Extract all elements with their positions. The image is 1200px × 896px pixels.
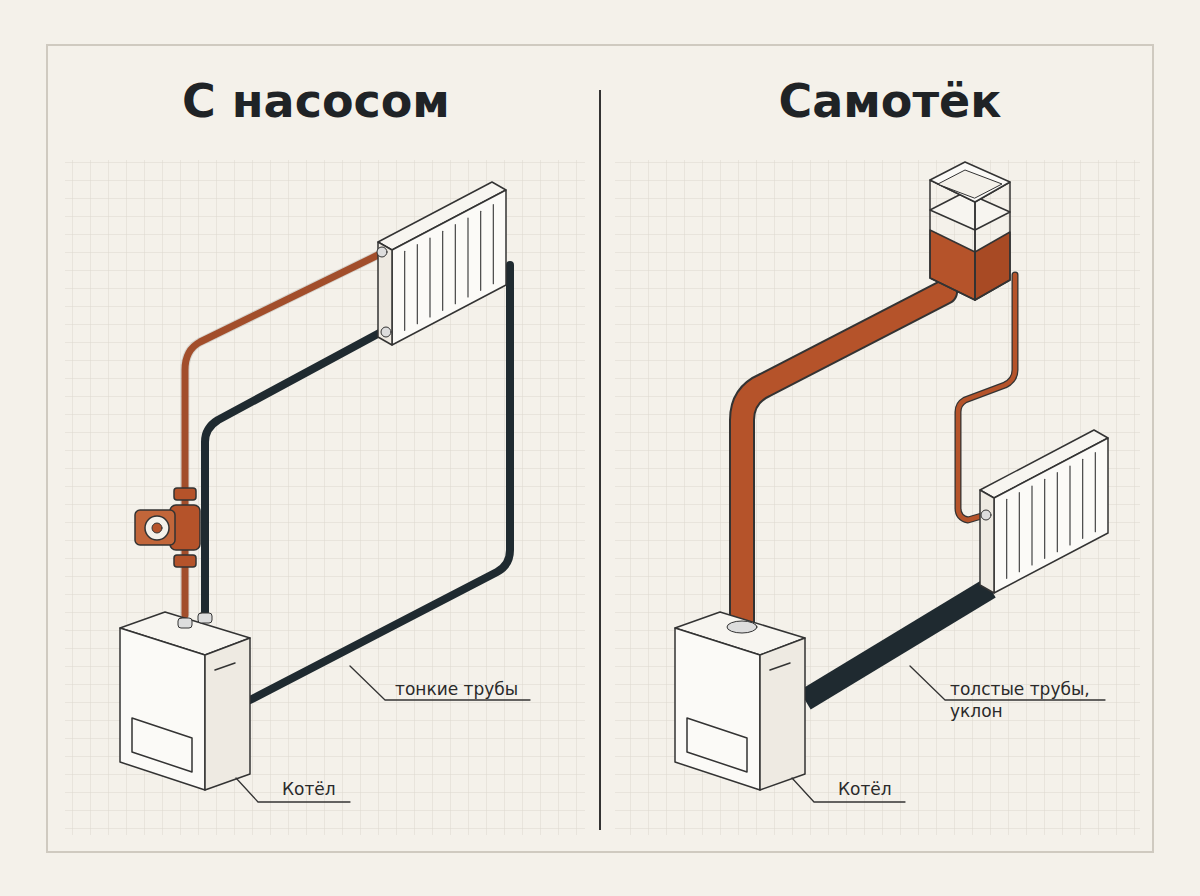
radiator-fin [404,251,405,330]
callout-label: Котёл [282,778,372,800]
radiator-fin [417,245,418,324]
radiator-fin [467,218,468,297]
radiator-fin [1069,466,1070,545]
radiator-fin [1082,459,1083,538]
radiator-fin [442,231,443,310]
frame [47,45,1153,852]
pumped-system [120,182,530,802]
panel-heading: С насосом [116,72,516,132]
radiator-fin [1057,473,1058,552]
panel-heading: Самотёк [690,72,1090,132]
radiator-fin [480,211,481,290]
grid [615,160,1140,835]
divider [599,90,601,830]
radiator-fin [1031,486,1032,565]
callout-label: тонкие трубы [395,678,555,700]
radiator-fin [1006,499,1007,578]
callout-label: толстые трубы, уклон [950,678,1100,722]
gravity-system [675,162,1108,802]
callout-label: Котёл [838,778,928,800]
grid [65,160,585,835]
radiator-fin [1095,453,1096,532]
radiator-fin [455,225,456,304]
radiator-fin [1044,479,1045,558]
radiator-fin [1019,493,1020,572]
radiator-fin [429,238,430,317]
radiator-fin [493,205,494,284]
